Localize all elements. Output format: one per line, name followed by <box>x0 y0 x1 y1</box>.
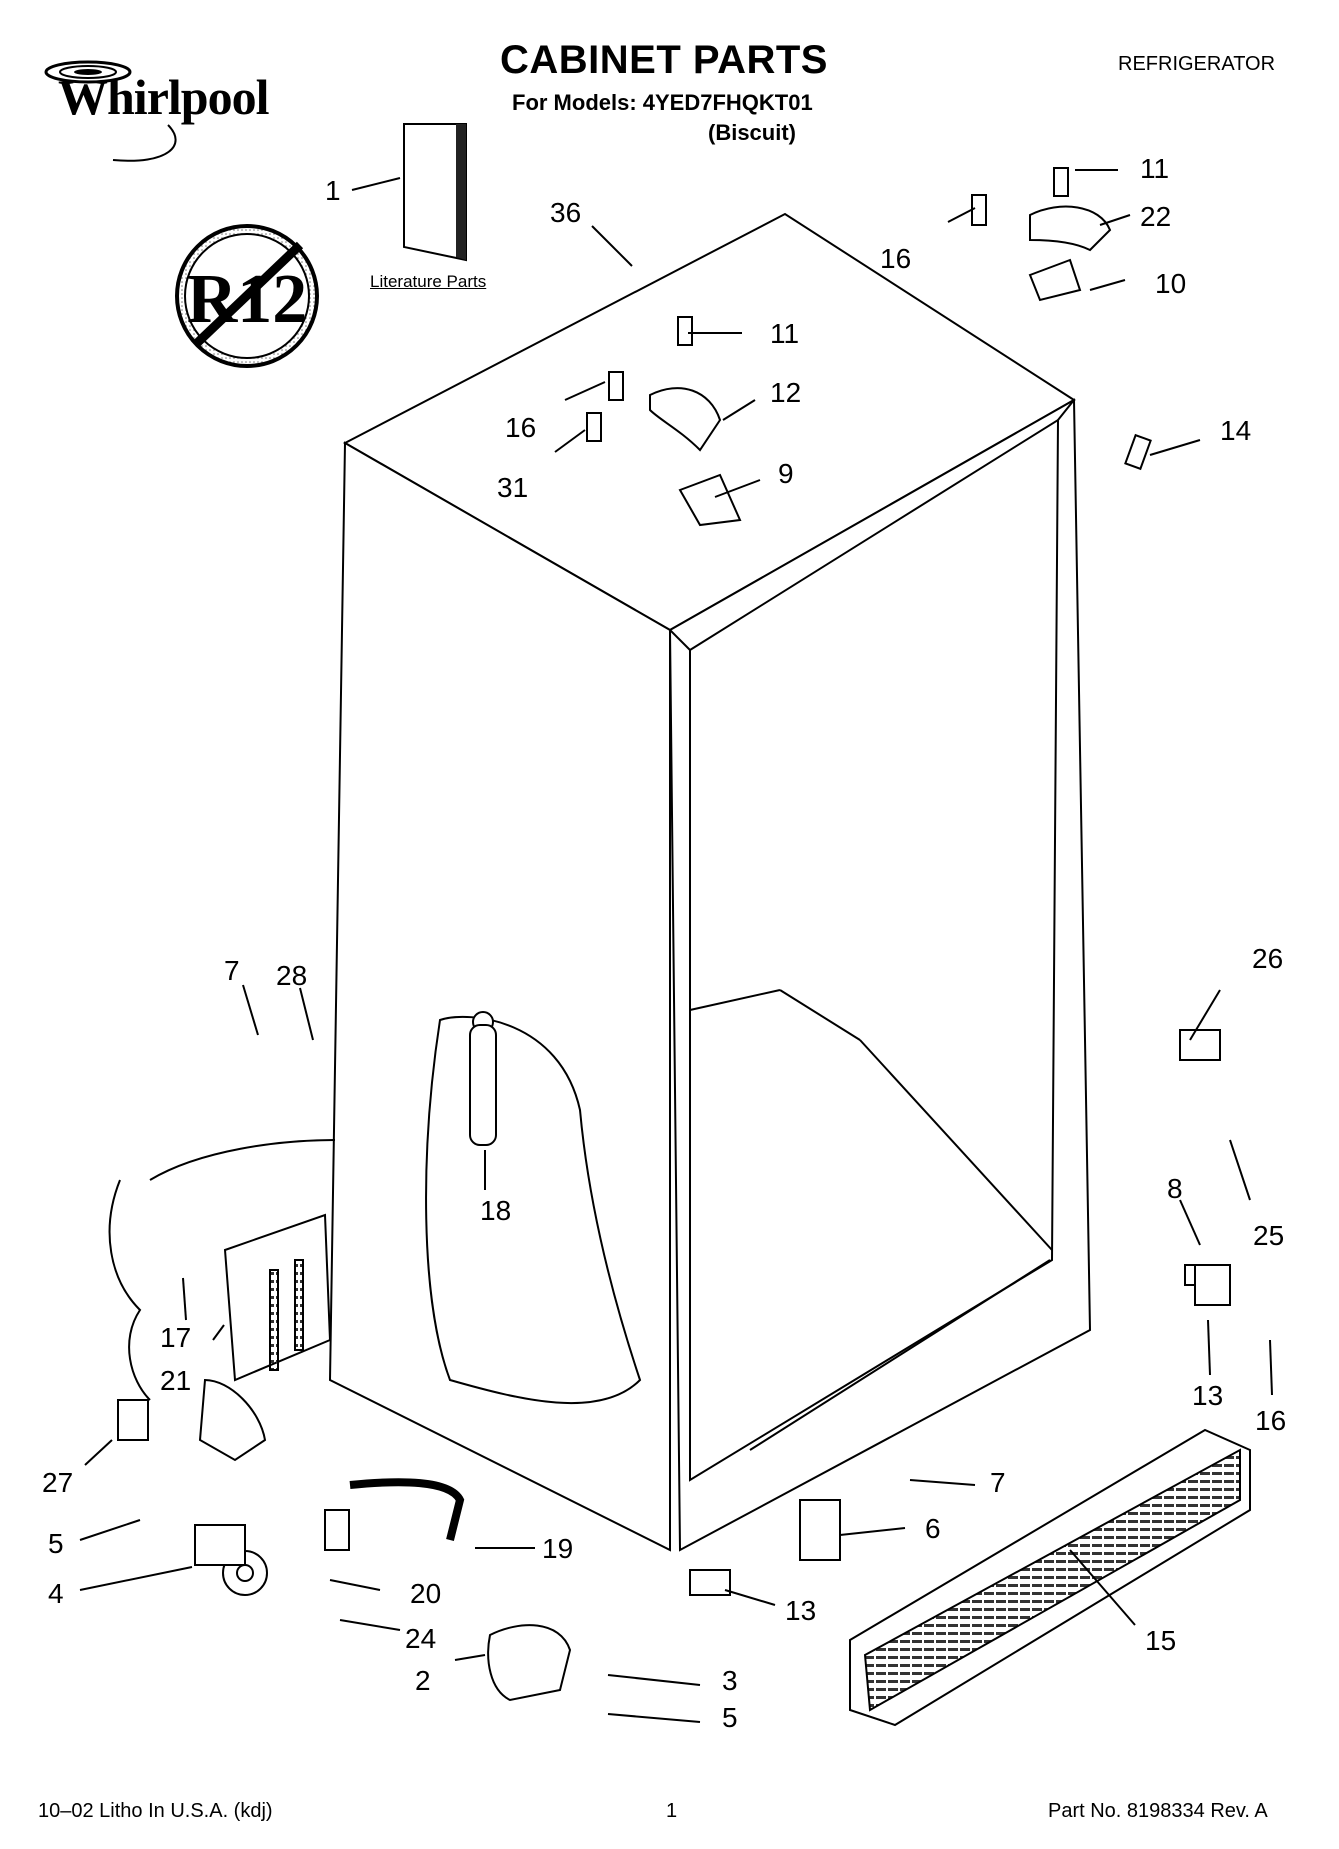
callout-label: 22 <box>1140 201 1171 232</box>
callout-label: 5 <box>722 1702 738 1733</box>
callout-label: 25 <box>1253 1220 1284 1251</box>
callout-label: 13 <box>785 1595 816 1626</box>
model-color: (Biscuit) <box>708 120 796 145</box>
brand-name: Whirlpool <box>58 69 269 125</box>
callout-label: 5 <box>48 1528 64 1559</box>
page-title: CABINET PARTS <box>500 38 828 82</box>
callout-label: 9 <box>778 458 794 489</box>
callout-label: 8 <box>1167 1173 1183 1204</box>
callout-label: 21 <box>160 1365 191 1396</box>
callout-label: 26 <box>1252 943 1283 974</box>
callout-label: 27 <box>42 1467 73 1498</box>
callout-label: 36 <box>550 197 581 228</box>
callout-label: 7 <box>990 1467 1006 1498</box>
footer-part-number: Part No. 8198334 Rev. A <box>1048 1800 1268 1822</box>
callout-label: 7 <box>224 955 240 986</box>
appliance-type: REFRIGERATOR <box>1118 53 1276 75</box>
callout-label: 20 <box>410 1578 441 1609</box>
callout-label: 1 <box>325 175 341 206</box>
callout-label: 14 <box>1220 415 1251 446</box>
callout-label: 16 <box>1255 1405 1286 1436</box>
model-number: For Models: 4YED7FHQKT01 <box>512 90 813 115</box>
callout-label: 12 <box>770 377 801 408</box>
literature-book-icon <box>403 123 467 262</box>
callout-label: 15 <box>1145 1625 1176 1656</box>
callout-label: 16 <box>505 412 536 443</box>
callout-label: 31 <box>497 472 528 503</box>
callout-label: 16 <box>880 243 911 274</box>
callout-label: 28 <box>276 960 307 991</box>
callout-label: 6 <box>925 1513 941 1544</box>
callout-label: 17 <box>160 1322 191 1353</box>
callout-label: 11 <box>770 318 799 349</box>
leader-lines <box>79 169 1273 1723</box>
callout-label: 3 <box>722 1665 738 1696</box>
lower-parts <box>108 1011 1251 1727</box>
callout-label: 19 <box>542 1533 573 1564</box>
logo-swirl-icon <box>44 60 177 162</box>
callout-label: 24 <box>405 1623 436 1654</box>
footer-page-number: 1 <box>666 1800 678 1822</box>
hinge-parts <box>586 167 1152 527</box>
callout-label: 4 <box>48 1578 64 1609</box>
literature-parts-label: Literature Parts <box>370 272 487 291</box>
callout-numbers: 1 36 11 16 22 10 11 12 16 31 9 14 7 28 2… <box>42 153 1286 1733</box>
no-r12-badge: R12 <box>175 224 319 368</box>
callout-label: 2 <box>415 1665 431 1696</box>
callout-label: 11 <box>1140 153 1169 184</box>
footer-print-info: 10–02 Litho In U.S.A. (kdj) <box>38 1800 273 1822</box>
callout-label: 13 <box>1192 1380 1223 1411</box>
callout-label: 10 <box>1155 268 1186 299</box>
callout-label: 18 <box>480 1195 511 1226</box>
